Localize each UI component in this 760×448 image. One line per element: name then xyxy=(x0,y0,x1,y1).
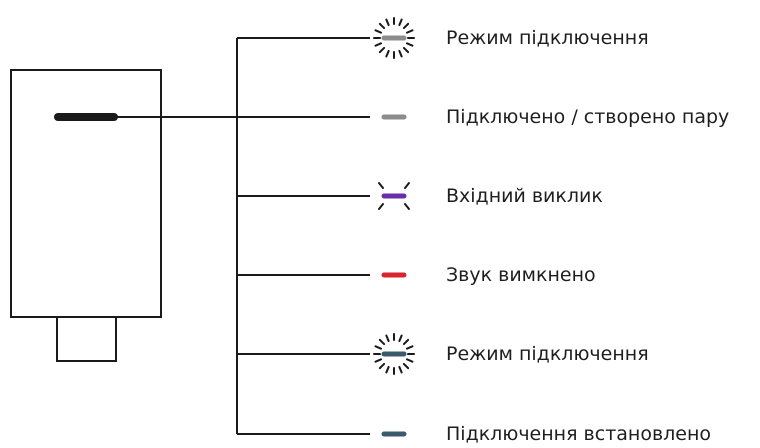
blink-ray xyxy=(402,46,410,54)
device-body xyxy=(10,69,162,318)
blink-ray xyxy=(405,42,414,47)
blink-ray xyxy=(398,49,403,58)
blink-ray xyxy=(378,22,386,30)
blink-ray xyxy=(385,334,390,343)
blink-ray xyxy=(398,18,403,27)
blink-ray xyxy=(374,358,383,363)
blink-ray xyxy=(405,29,414,34)
blink-ray xyxy=(398,365,403,374)
blink-ray xyxy=(405,358,414,363)
blink-ray xyxy=(378,362,386,370)
state-label: Підключено / створено пару xyxy=(446,106,730,128)
blink-ray xyxy=(402,22,410,30)
blink-ray xyxy=(385,365,390,374)
flash-ray xyxy=(378,203,384,210)
blink-ray xyxy=(374,29,383,34)
state-label: Режим підключення xyxy=(446,343,649,365)
blink-ray xyxy=(385,18,390,27)
flash-ray xyxy=(404,182,410,189)
blink-ray xyxy=(378,46,386,54)
blink-ray xyxy=(398,334,403,343)
state-label: Звук вимкнено xyxy=(446,264,596,286)
led-flashing-icon xyxy=(378,182,410,210)
flash-ray xyxy=(378,182,384,189)
blink-ray xyxy=(402,362,410,370)
led-blinking-icon xyxy=(373,17,415,59)
blink-ray xyxy=(385,49,390,58)
flash-ray xyxy=(404,203,410,210)
blink-ray xyxy=(402,338,410,346)
device-connector xyxy=(56,316,117,362)
state-label: Режим підключення xyxy=(446,27,649,49)
state-label: Вхідний виклик xyxy=(446,185,603,207)
state-label: Підключення встановлено xyxy=(446,423,712,445)
blink-ray xyxy=(374,345,383,350)
blink-ray xyxy=(405,345,414,350)
blink-ray xyxy=(378,338,386,346)
led-blinking-icon xyxy=(373,333,415,375)
blink-ray xyxy=(374,42,383,47)
